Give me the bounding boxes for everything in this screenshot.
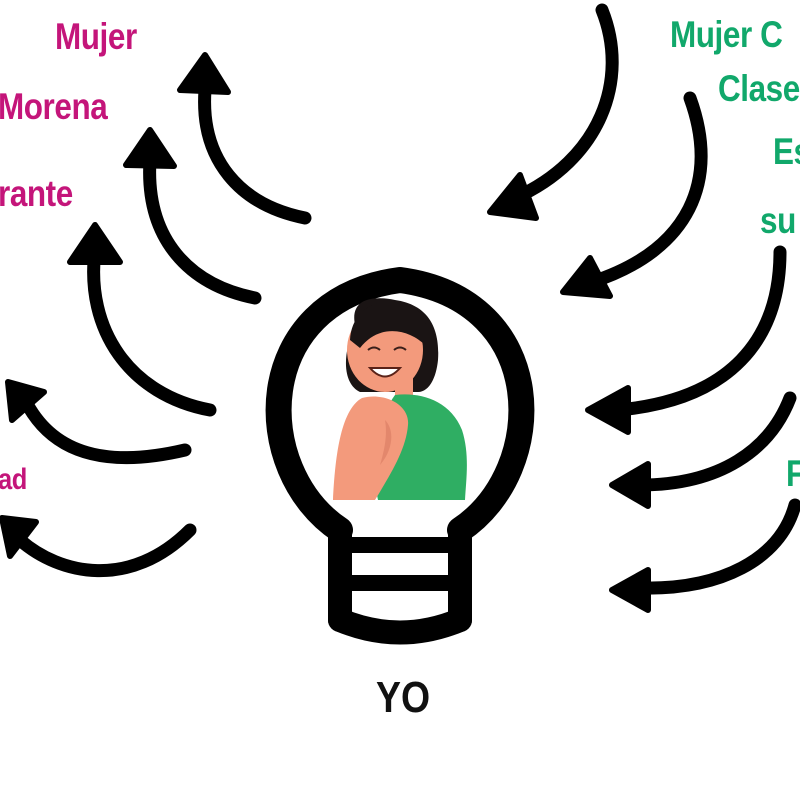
lightbulb-icon — [265, 267, 535, 645]
label-su: su — [760, 200, 796, 241]
smile — [367, 367, 403, 378]
arrowhead-icon — [67, 222, 123, 265]
label-mujer-c: Mujer C — [670, 14, 783, 55]
arrowhead-icon — [487, 172, 539, 221]
arrow-from-su — [611, 245, 787, 417]
arrowhead-icon — [609, 567, 651, 613]
label-clase: Clase — [718, 68, 800, 109]
arrow-from-f — [633, 498, 800, 595]
arrow-to-left-4 — [18, 393, 192, 465]
center-label-yo: YO — [376, 673, 431, 722]
arrow-to-rante — [87, 243, 217, 417]
arm — [333, 396, 409, 500]
bulb-base — [328, 608, 472, 645]
arrow-to-morena — [143, 153, 262, 305]
label-morena: Morena — [0, 86, 108, 127]
arrow-to-ad — [13, 523, 197, 578]
label-rante: rante — [0, 173, 73, 214]
label-f: F — [786, 455, 800, 492]
arm-shadow — [380, 420, 392, 465]
hair-bangs — [350, 301, 427, 348]
arrowhead-icon — [177, 52, 231, 95]
arrowhead-icon — [609, 461, 651, 509]
arrowhead-icon — [585, 385, 631, 435]
eye-left — [367, 346, 381, 351]
label-ad: ad — [0, 463, 27, 496]
arrowhead-icon — [123, 127, 177, 169]
arrowheads — [0, 52, 651, 613]
woman-illustration — [333, 298, 467, 500]
arrow-from-clase — [585, 91, 708, 289]
eye-right — [393, 346, 407, 351]
arrowhead-icon — [560, 255, 613, 299]
arrowhead-icon — [5, 379, 47, 423]
label-es: Es — [773, 131, 800, 172]
arrow-from-mujer-c — [508, 3, 619, 205]
label-mujer: Mujer — [55, 16, 137, 57]
arrows — [13, 3, 800, 595]
arrow-from-right-4 — [633, 391, 797, 492]
bulb-outline — [265, 267, 535, 543]
arrow-to-mujer — [198, 83, 312, 225]
arrowhead-icon — [0, 515, 39, 559]
